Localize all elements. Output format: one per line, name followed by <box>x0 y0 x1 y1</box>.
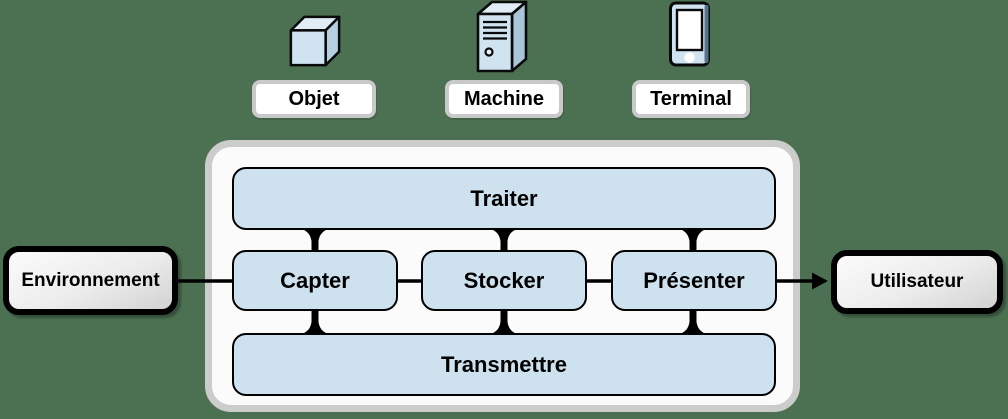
function-box-transmettre: Transmettre <box>232 333 776 396</box>
function-box-presenter: Présenter <box>611 250 777 311</box>
device-label-machine: Machine <box>445 80 563 118</box>
mobile-icon <box>669 1 710 67</box>
actor-label: Utilisateur <box>870 271 964 292</box>
actor-box-environnement: Environnement <box>3 246 178 315</box>
device-label-objet: Objet <box>252 80 376 118</box>
vertical-connectors <box>302 229 706 334</box>
function-box-stocker: Stocker <box>421 250 587 311</box>
actor-label: Environnement <box>21 269 160 291</box>
function-label: Présenter <box>643 267 745 293</box>
cube-icon <box>289 15 341 67</box>
function-label: Capter <box>280 267 350 293</box>
server-icon <box>476 0 528 73</box>
function-label: Stocker <box>463 267 545 293</box>
function-label: Transmettre <box>441 351 567 377</box>
device-label-terminal: Terminal <box>632 80 750 118</box>
arrow-right-icon <box>812 272 828 290</box>
function-box-traiter: Traiter <box>232 167 776 230</box>
function-box-capter: Capter <box>232 250 398 311</box>
device-label-text: Machine <box>463 87 545 110</box>
function-label: Traiter <box>470 185 538 211</box>
actor-box-utilisateur: Utilisateur <box>831 250 1003 314</box>
device-label-text: Objet <box>288 87 340 110</box>
device-label-text: Terminal <box>650 87 732 110</box>
